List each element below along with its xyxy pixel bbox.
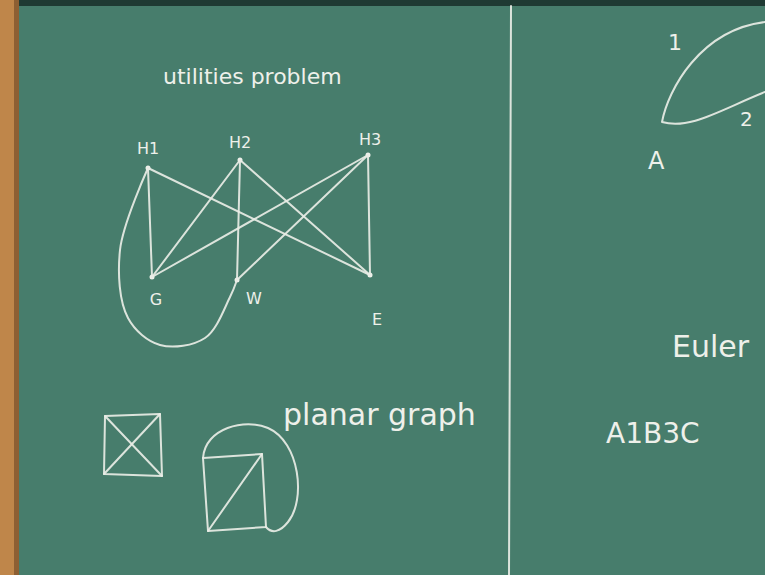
vertex-label: H2	[229, 134, 252, 152]
vertex: H2	[229, 134, 251, 160]
graph-edge	[237, 155, 368, 280]
k4-crossed	[104, 414, 162, 476]
vertex-label: W	[246, 290, 263, 308]
vertex: H3	[359, 131, 381, 155]
board-text: Euler	[672, 330, 749, 365]
graph-edge	[368, 155, 370, 275]
diagonal	[208, 454, 262, 531]
divider-line	[509, 6, 511, 575]
wooden-frame	[0, 0, 18, 575]
curved-edge	[203, 424, 298, 531]
vertex: H1	[137, 140, 159, 168]
vertex: G	[148, 277, 162, 309]
graph-edge	[237, 160, 240, 280]
board-text: 1	[668, 30, 682, 55]
diagonal	[104, 414, 160, 474]
board-text: 2	[740, 108, 753, 131]
vertex-label: H1	[137, 140, 160, 158]
frame-shadow	[14, 0, 19, 575]
square-outline	[203, 454, 266, 531]
board-text: A1B3C	[606, 418, 700, 450]
vertex: E	[366, 275, 382, 329]
diagonal	[105, 416, 162, 476]
square-outline	[104, 414, 162, 476]
board-text: A	[648, 148, 664, 176]
k4-planar	[203, 424, 298, 531]
vertex-label: G	[150, 291, 163, 309]
vertex-label: H3	[359, 131, 382, 149]
board-top-edge	[0, 0, 765, 6]
graph-edge	[152, 160, 240, 277]
vertex-label: E	[372, 311, 383, 329]
graph-edge	[148, 168, 152, 277]
board-text: utilities problem	[163, 64, 342, 89]
board-text: planar graph	[283, 398, 476, 433]
vertex: W	[233, 280, 262, 308]
graph-edge	[119, 168, 237, 347]
